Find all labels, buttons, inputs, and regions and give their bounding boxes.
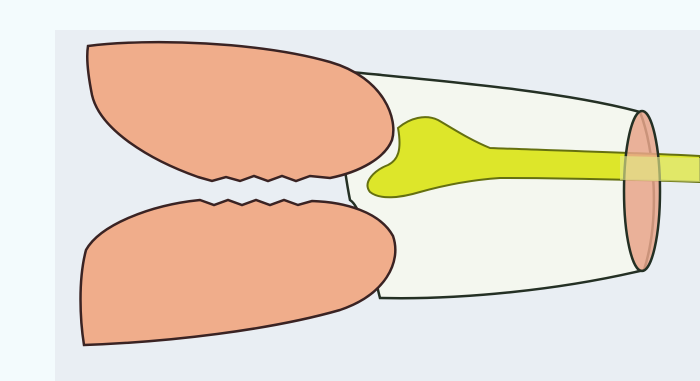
upper-lobe (87, 42, 393, 181)
yellow-stalk-front (620, 156, 700, 182)
tube-end-ring (624, 111, 660, 271)
lower-lobe (81, 200, 396, 345)
